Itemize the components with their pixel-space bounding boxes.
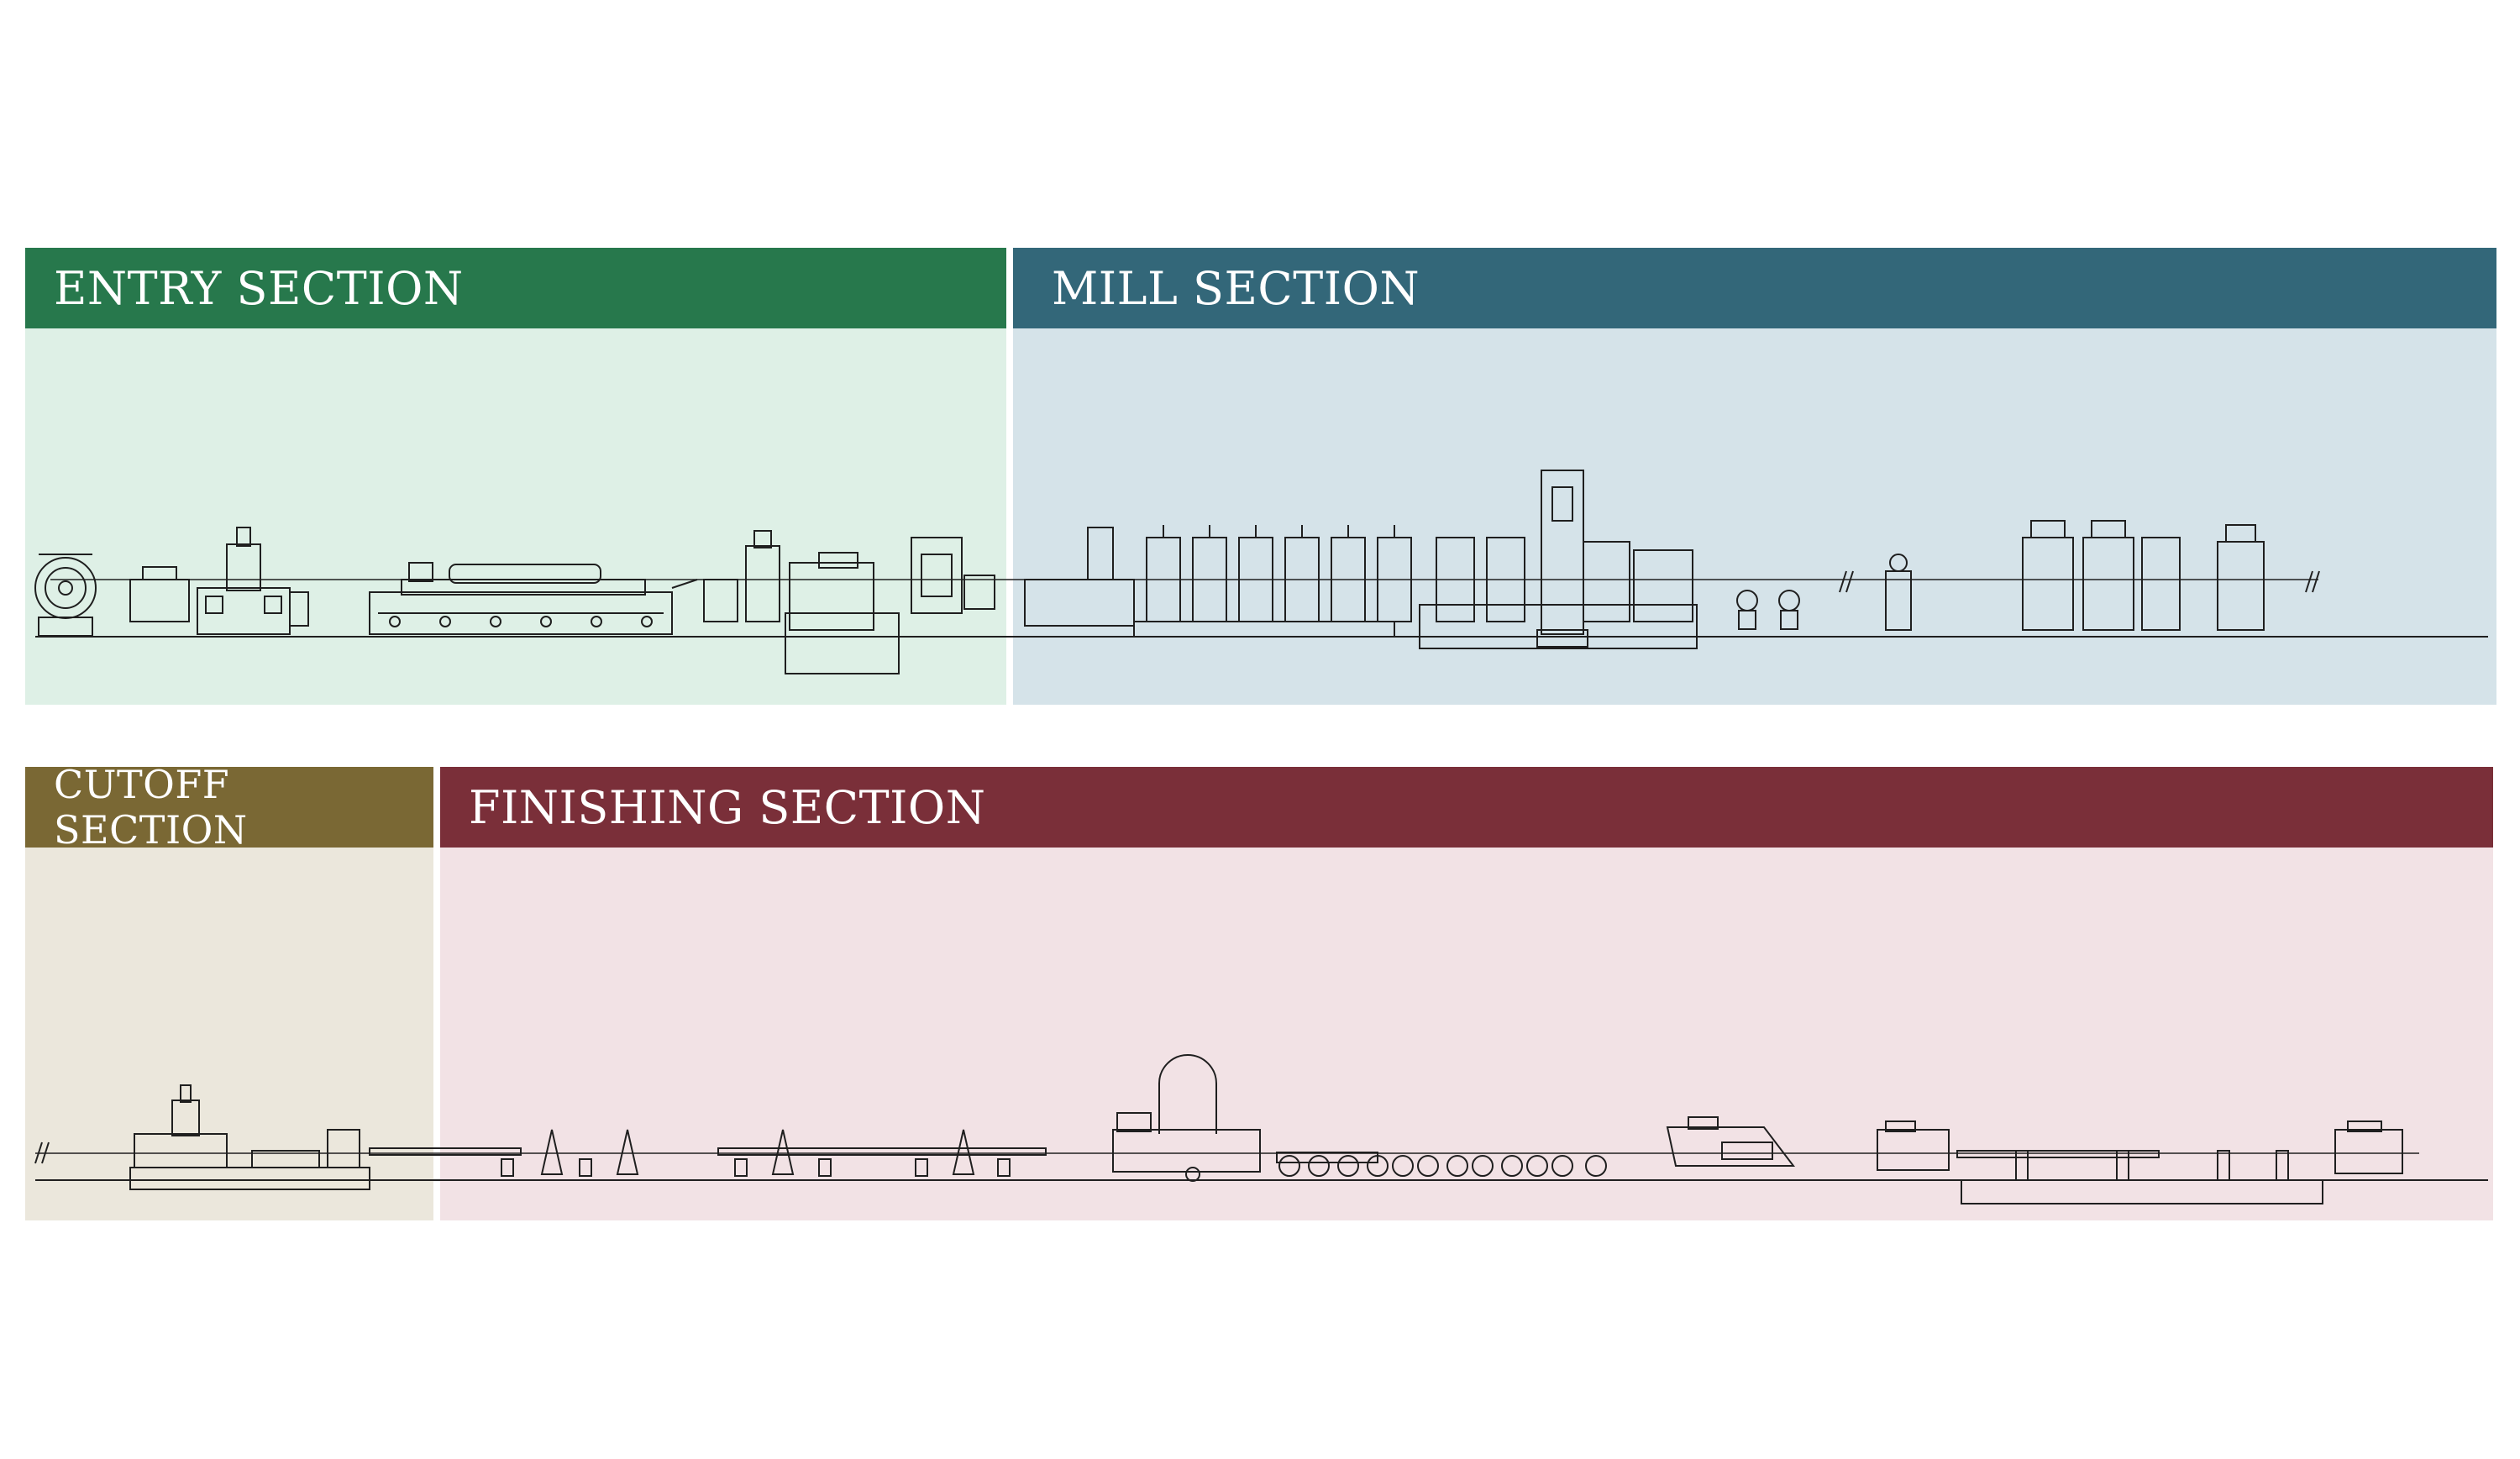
- runout-table: [369, 1129, 1047, 1177]
- accumulator: [369, 562, 698, 635]
- sizing-stands: [2022, 520, 2320, 631]
- entry-section-body: [25, 328, 1006, 705]
- finishing-section-title: FINISHING SECTION: [469, 780, 986, 834]
- cutoff-section-title: CUTOFF SECTION: [54, 762, 248, 853]
- forming-stands: [1024, 525, 1412, 638]
- uncoiler: [34, 554, 97, 637]
- welding-stands: [1419, 470, 1698, 649]
- bottom-row-machinery: [34, 1054, 2488, 1204]
- top-row-machinery: [34, 470, 2488, 674]
- shear-welder: [703, 530, 995, 674]
- flying-cutoff: [34, 1084, 370, 1190]
- hydro-tester: [1666, 1116, 1796, 1167]
- mill-section-title: MILL SECTION: [1052, 261, 1420, 315]
- straightener: [129, 527, 309, 635]
- mill-section-panel: MILL SECTION: [1013, 248, 2496, 705]
- mill-section-body: [1013, 328, 2496, 705]
- end-facing-machine: [1112, 1054, 1607, 1182]
- mill-idle-rolls: [1736, 554, 1912, 631]
- entry-section-panel: ENTRY SECTION: [25, 248, 1006, 705]
- inspection-bundling: [1877, 1120, 2403, 1204]
- entry-section-header: ENTRY SECTION: [25, 248, 1006, 328]
- cutoff-section-body: [25, 848, 433, 1220]
- cutoff-section-header: CUTOFF SECTION: [25, 762, 433, 853]
- entry-section-title: ENTRY SECTION: [54, 261, 464, 315]
- cutoff-section-panel: CUTOFF SECTION: [25, 762, 433, 1220]
- mill-section-header: MILL SECTION: [1013, 248, 2496, 328]
- finishing-section-header: FINISHING SECTION: [440, 767, 2493, 848]
